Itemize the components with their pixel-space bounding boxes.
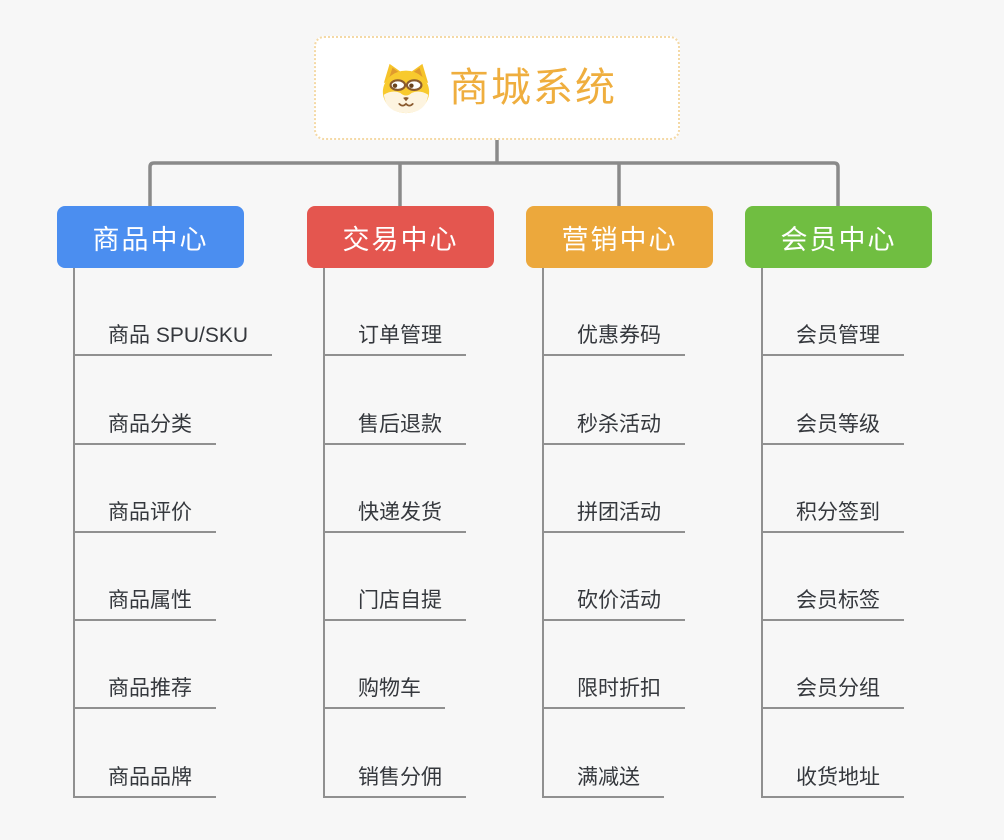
branch-node[interactable]: 商品中心 (57, 206, 244, 268)
child-label: 秒杀活动 (577, 412, 661, 436)
child-node[interactable]: 商品分类 (75, 356, 216, 445)
child-node[interactable]: 拼团活动 (544, 445, 685, 533)
child-node[interactable]: 订单管理 (325, 268, 466, 357)
child-label: 优惠券码 (577, 324, 661, 348)
child-label: 会员等级 (796, 412, 880, 436)
root-title: 商城系统 (449, 66, 617, 110)
child-label: 商品品牌 (108, 765, 192, 789)
branch-column: 会员中心 会员管理会员等级积分签到会员标签会员分组收货地址 (745, 206, 932, 798)
child-node[interactable]: 售后退款 (325, 356, 466, 445)
child-label: 会员管理 (796, 324, 880, 348)
child-label: 商品分类 (108, 412, 192, 436)
root-node[interactable]: 商城系统 (314, 36, 680, 140)
child-node[interactable]: 商品 SPU/SKU (75, 268, 273, 357)
child-node[interactable]: 限时折扣 (544, 621, 685, 710)
child-node[interactable]: 秒杀活动 (544, 356, 685, 445)
branch-label: 营销中心 (561, 224, 678, 255)
branch-label: 商品中心 (92, 224, 209, 255)
child-label: 商品评价 (108, 500, 192, 524)
child-node[interactable]: 砍价活动 (544, 533, 685, 622)
child-node[interactable]: 购物车 (325, 621, 445, 710)
child-node[interactable]: 会员分组 (763, 621, 904, 710)
child-node[interactable]: 会员等级 (763, 356, 904, 445)
shiba-dog-icon (377, 61, 435, 115)
child-label: 收货地址 (796, 765, 880, 789)
child-label: 门店自提 (358, 589, 442, 613)
child-label: 积分签到 (796, 500, 880, 524)
child-label: 商品 SPU/SKU (108, 324, 249, 348)
child-label: 会员标签 (796, 589, 880, 613)
child-node[interactable]: 商品推荐 (75, 621, 216, 710)
child-label: 购物车 (358, 677, 421, 701)
child-label: 订单管理 (358, 324, 442, 348)
child-label: 砍价活动 (577, 589, 661, 613)
child-node[interactable]: 会员管理 (763, 268, 904, 357)
child-node[interactable]: 商品属性 (75, 533, 216, 622)
branch-column: 交易中心 订单管理售后退款快递发货门店自提购物车销售分佣 (307, 206, 494, 798)
branch-label: 交易中心 (342, 224, 459, 255)
child-node[interactable]: 积分签到 (763, 445, 904, 533)
child-node[interactable]: 优惠券码 (544, 268, 685, 357)
child-label: 商品属性 (108, 589, 192, 613)
child-label: 快递发货 (358, 500, 442, 524)
child-node[interactable]: 门店自提 (325, 533, 466, 622)
branch-column: 商品中心 商品 SPU/SKU 商品分类商品评价商品属性商品推荐商品品牌 (57, 206, 273, 798)
child-node[interactable]: 商品评价 (75, 445, 216, 533)
child-label: 限时折扣 (577, 677, 661, 701)
child-label: 销售分佣 (358, 765, 442, 789)
branch-children: 商品 SPU/SKU 商品分类商品评价商品属性商品推荐商品品牌 (73, 268, 273, 798)
child-label: 商品推荐 (108, 677, 192, 701)
branch-node[interactable]: 营销中心 (526, 206, 713, 268)
child-node[interactable]: 销售分佣 (325, 709, 466, 798)
branch-children: 会员管理会员等级积分签到会员标签会员分组收货地址 (761, 268, 904, 798)
child-node[interactable]: 快递发货 (325, 445, 466, 533)
branch-children: 优惠券码秒杀活动拼团活动砍价活动限时折扣满减送 (542, 268, 685, 798)
child-node[interactable]: 会员标签 (763, 533, 904, 622)
child-label: 满减送 (577, 765, 640, 789)
child-label: 会员分组 (796, 677, 880, 701)
branch-children: 订单管理售后退款快递发货门店自提购物车销售分佣 (323, 268, 466, 798)
branch-column: 营销中心 优惠券码秒杀活动拼团活动砍价活动限时折扣满减送 (526, 206, 713, 798)
branch-node[interactable]: 会员中心 (745, 206, 932, 268)
child-label: 售后退款 (358, 412, 442, 436)
child-label: 拼团活动 (577, 500, 661, 524)
child-node[interactable]: 满减送 (544, 709, 664, 798)
child-node[interactable]: 商品品牌 (75, 709, 216, 798)
branch-label: 会员中心 (780, 224, 897, 255)
child-node[interactable]: 收货地址 (763, 709, 904, 798)
branch-node[interactable]: 交易中心 (307, 206, 494, 268)
